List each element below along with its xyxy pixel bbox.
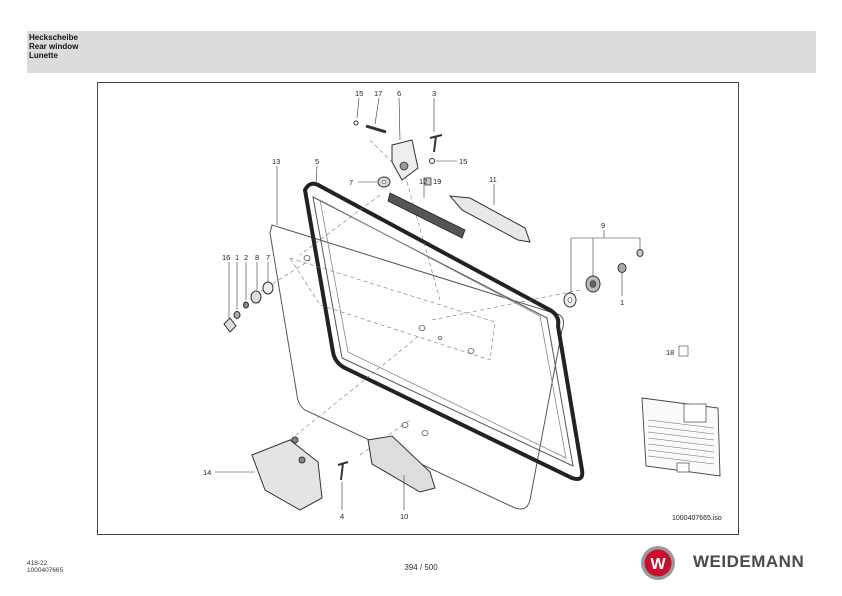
page-header: Heckscheibe Rear window Lunette (27, 31, 816, 73)
callout-2: 2 (244, 253, 248, 262)
section-code: 418-22 (27, 560, 48, 567)
callout-6: 6 (397, 89, 401, 98)
callout-16: 16 (222, 253, 230, 262)
callout-4: 4 (340, 512, 344, 521)
callout-5: 5 (315, 157, 319, 166)
callout-7a: 7 (349, 178, 353, 187)
handle (367, 435, 436, 493)
brand-name: WEIDEMANN (693, 552, 805, 571)
document-number: 1000407665 (27, 567, 64, 574)
title-english: Rear window (29, 42, 79, 51)
callout-17: 17 (374, 89, 382, 98)
callout-11: 11 (489, 175, 497, 184)
callout-1a: 1 (235, 253, 239, 262)
callout-9: 9 (601, 221, 605, 230)
iso-reference: 1000407665.iso (672, 515, 722, 522)
page-number: 394 / 500 (404, 563, 438, 572)
callout-12: 12 (419, 177, 427, 186)
callout-1b: 1 (620, 298, 624, 307)
svg-text:W: W (650, 556, 666, 573)
bracket (391, 139, 419, 181)
callout-3: 3 (432, 89, 436, 98)
callout-8: 8 (255, 253, 259, 262)
wiper-arm (448, 195, 531, 243)
callout-15b: 15 (459, 157, 467, 166)
glass-pane (269, 224, 565, 510)
title-german: Heckscheibe (29, 33, 78, 42)
callout-10: 10 (400, 512, 408, 521)
callout-18: 18 (666, 348, 674, 357)
weidemann-logo-icon: W (641, 546, 675, 580)
callout-7b: 7 (266, 253, 270, 262)
wiper-blade (387, 192, 466, 239)
parts-drawing-frame (97, 82, 739, 535)
callout-19: 19 (433, 177, 441, 186)
footer-codes: 418-22 1000407665 (27, 560, 63, 574)
title-french: Lunette (29, 51, 58, 60)
callout-15a: 15 (355, 89, 363, 98)
callout-13: 13 (272, 157, 280, 166)
wiper-motor (251, 439, 323, 511)
callout-14: 14 (203, 468, 211, 477)
